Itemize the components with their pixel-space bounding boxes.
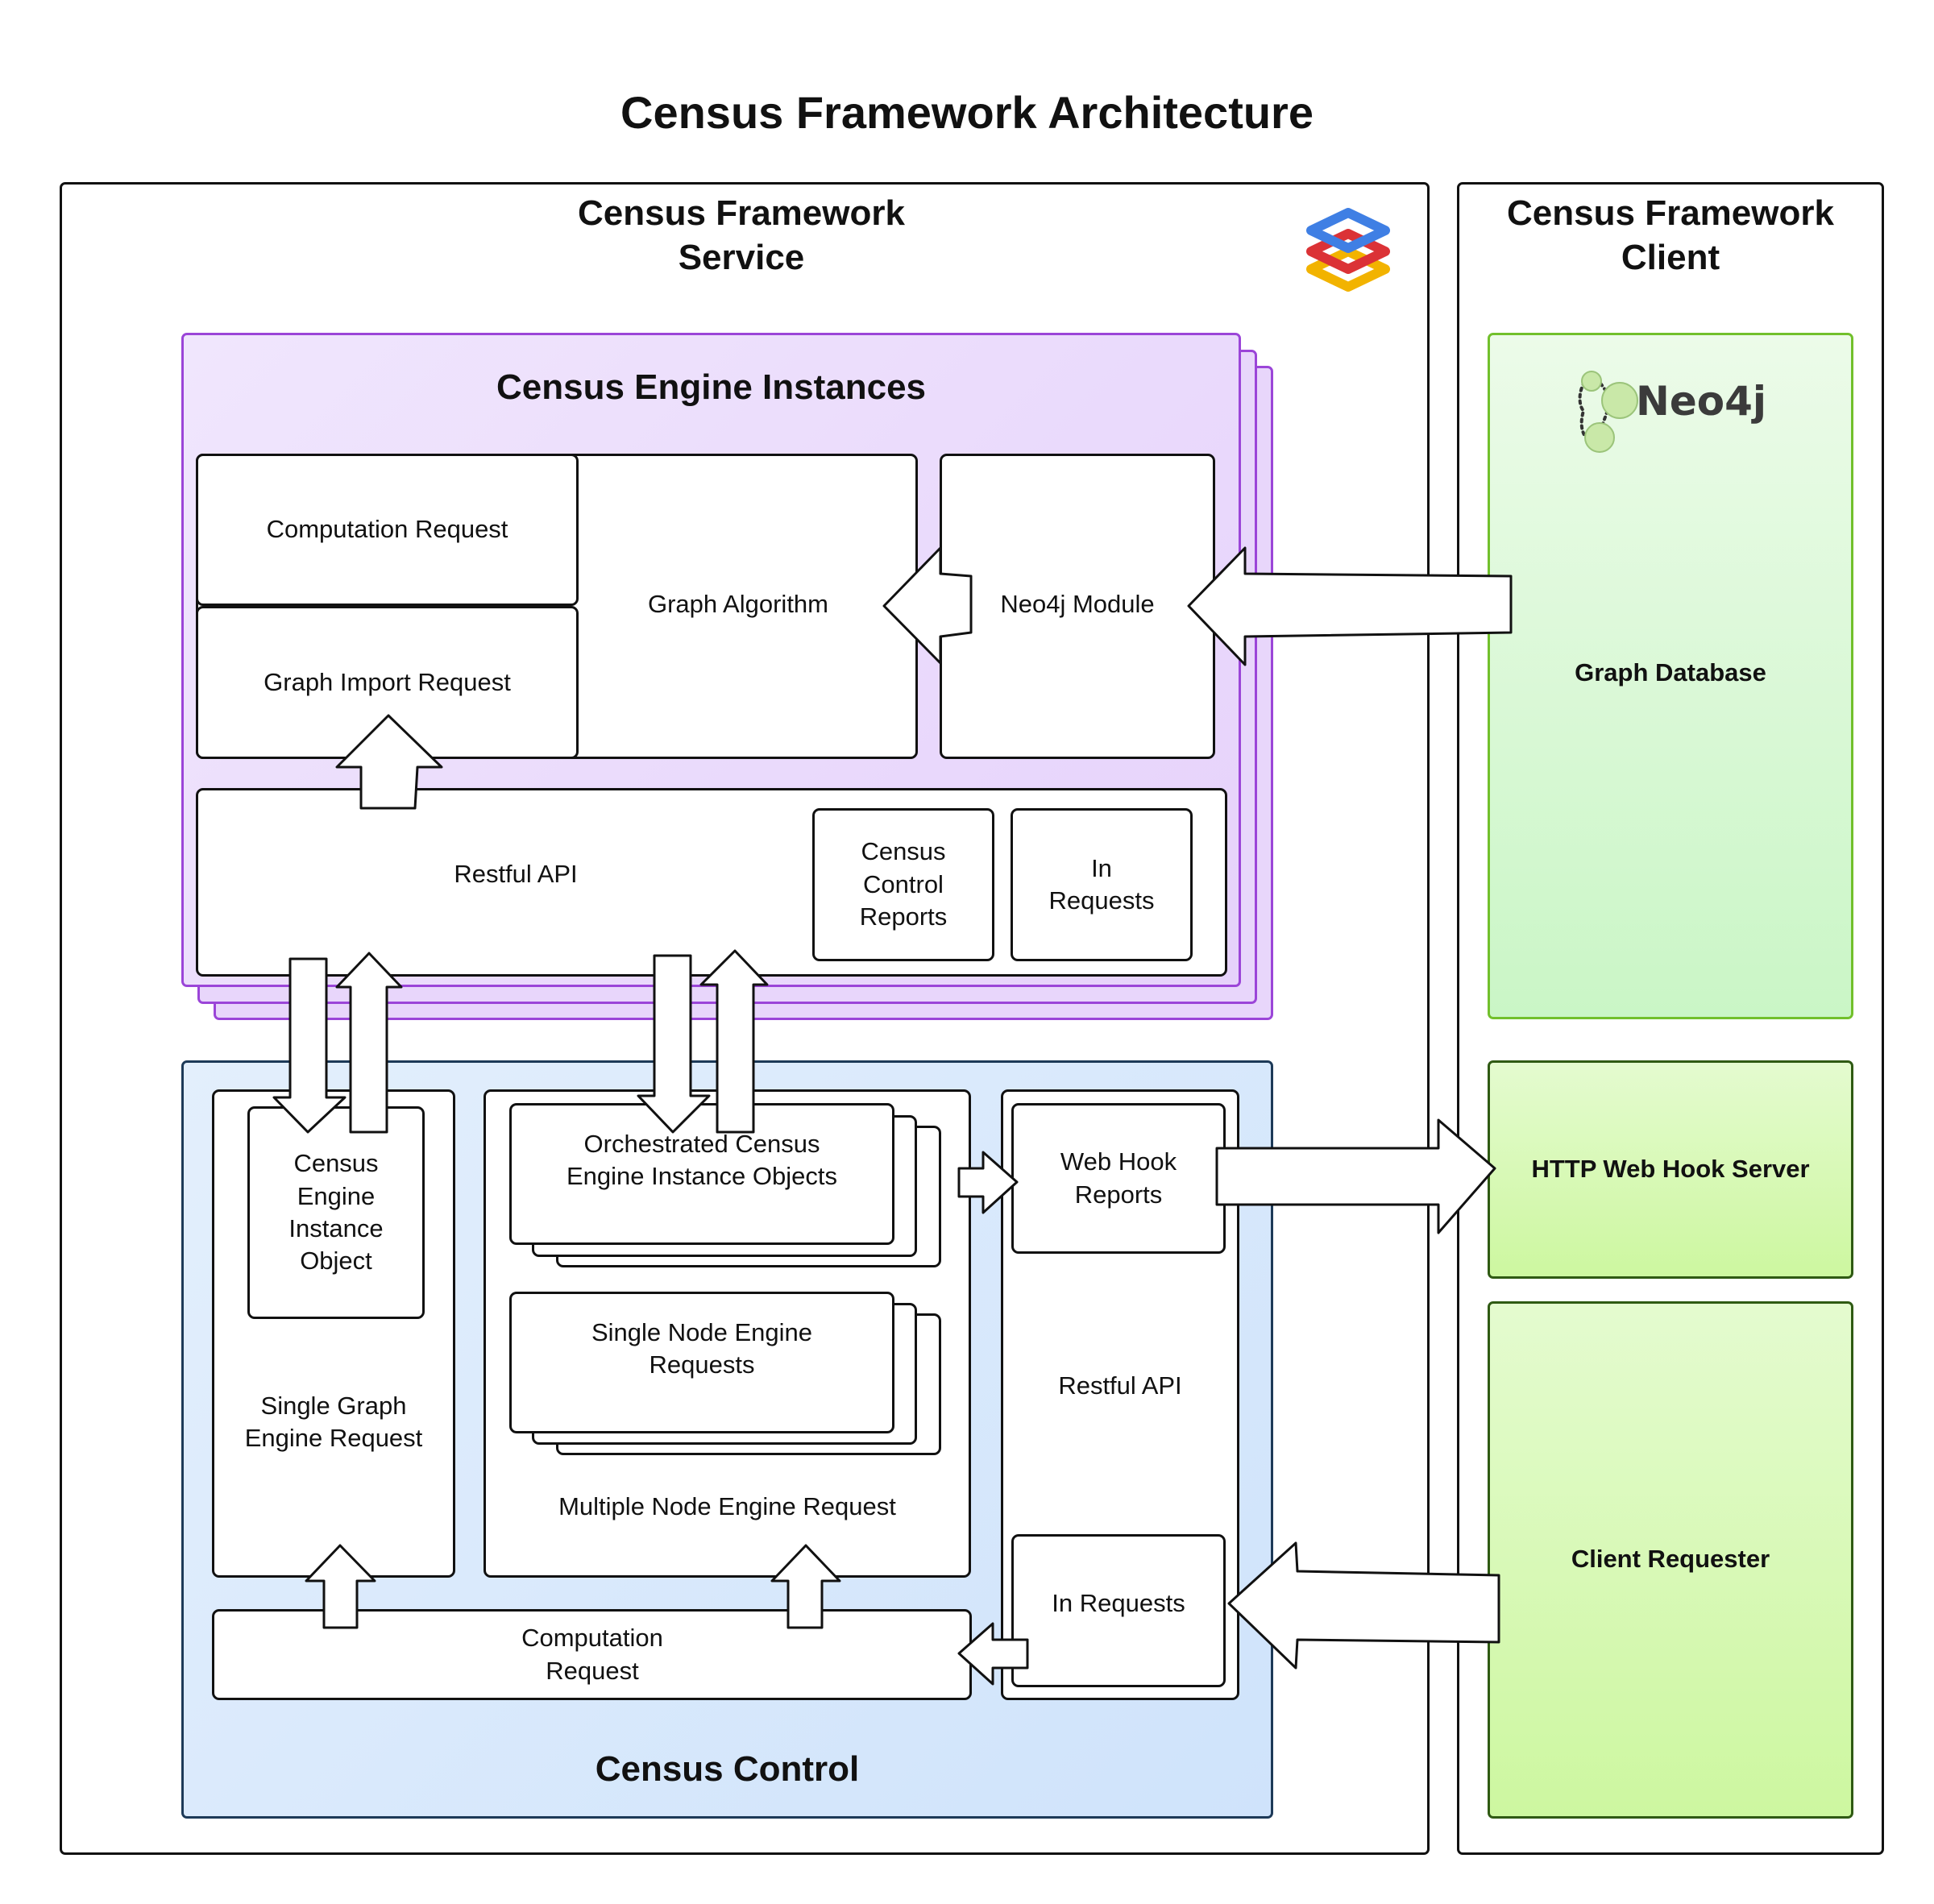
census-control-reports-label: Census Control Reports <box>859 836 948 931</box>
control-computation-request-label: Computation Request <box>521 1624 663 1685</box>
engine-instance-object-label: Census Engine Instance Object <box>288 1149 384 1276</box>
arrow-api-to-import <box>335 714 443 810</box>
client-heading: Census Framework Client <box>1507 193 1834 277</box>
arrow-db-to-neo4j-module <box>1187 546 1513 666</box>
http-web-hook-server-label: HTTP Web Hook Server <box>1531 1154 1810 1183</box>
service-heading: Census Framework Service <box>578 193 905 277</box>
orchestrated-objects-box <box>509 1103 894 1245</box>
neo4j-graph-icon <box>1578 371 1638 453</box>
graph-database-panel <box>1488 333 1853 1019</box>
arrow-computation-to-multiple-node <box>770 1544 841 1629</box>
engine-in-requests-box <box>1011 808 1193 961</box>
layers-logo-icon <box>1306 208 1390 292</box>
diagram-title: Census Framework Architecture <box>620 86 1314 138</box>
arrow-webhook-to-server <box>1215 1118 1496 1234</box>
single-node-engine-requests-label: Single Node Engine Requests <box>591 1317 813 1379</box>
single-graph-engine-request-label: Single Graph Engine Request <box>244 1391 423 1452</box>
arrow-engine-up-left <box>335 952 403 1134</box>
engine-restful-api-label: Restful API <box>454 859 578 888</box>
control-in-requests-label: In Requests <box>1052 1588 1185 1617</box>
arrow-engine-down-left <box>272 957 347 1134</box>
arrow-engine-down-mid <box>637 954 711 1134</box>
web-hook-reports-box <box>1011 1103 1226 1254</box>
client-container <box>1457 182 1884 1855</box>
graph-import-request-label: Graph Import Request <box>264 667 511 696</box>
census-control-heading: Census Control <box>595 1748 860 1789</box>
arrow-neo4j-to-algorithm <box>882 546 973 665</box>
graph-database-label: Graph Database <box>1575 657 1766 687</box>
orchestrated-objects-label: Orchestrated Census Engine Instance Obje… <box>566 1129 838 1190</box>
neo4j-logo-text: Neo4j <box>1636 377 1767 425</box>
control-restful-api-label: Restful API <box>1058 1371 1182 1400</box>
arrow-engine-up-mid <box>699 949 769 1134</box>
client-requester-label: Client Requester <box>1571 1544 1770 1573</box>
multiple-node-engine-request-label: Multiple Node Engine Request <box>558 1491 896 1520</box>
arrow-in-requests-to-computation <box>957 1622 1029 1686</box>
arrow-requester-to-in-requests <box>1227 1541 1500 1670</box>
computation-request-box <box>196 454 579 606</box>
client-requester-panel <box>1488 1301 1853 1819</box>
control-in-requests-box <box>1011 1534 1226 1687</box>
single-node-engine-requests-box <box>509 1292 894 1433</box>
web-hook-reports-label: Web Hook Reports <box>1060 1147 1177 1209</box>
computation-request-label: Computation Request <box>266 515 508 544</box>
arrow-computation-to-single-graph <box>305 1544 376 1629</box>
engine-instances-heading: Census Engine Instances <box>496 367 927 407</box>
engine-in-requests-label: In Requests <box>1048 853 1155 915</box>
census-control-reports-box <box>812 808 994 961</box>
arrow-orchestrated-to-webhook <box>957 1151 1019 1214</box>
graph-algorithm-label: Graph Algorithm <box>648 589 828 618</box>
http-web-hook-server-panel <box>1488 1060 1853 1279</box>
engine-instance-object-box <box>247 1106 425 1319</box>
neo4j-module-label: Neo4j Module <box>1000 589 1155 618</box>
service-container <box>60 182 1430 1855</box>
